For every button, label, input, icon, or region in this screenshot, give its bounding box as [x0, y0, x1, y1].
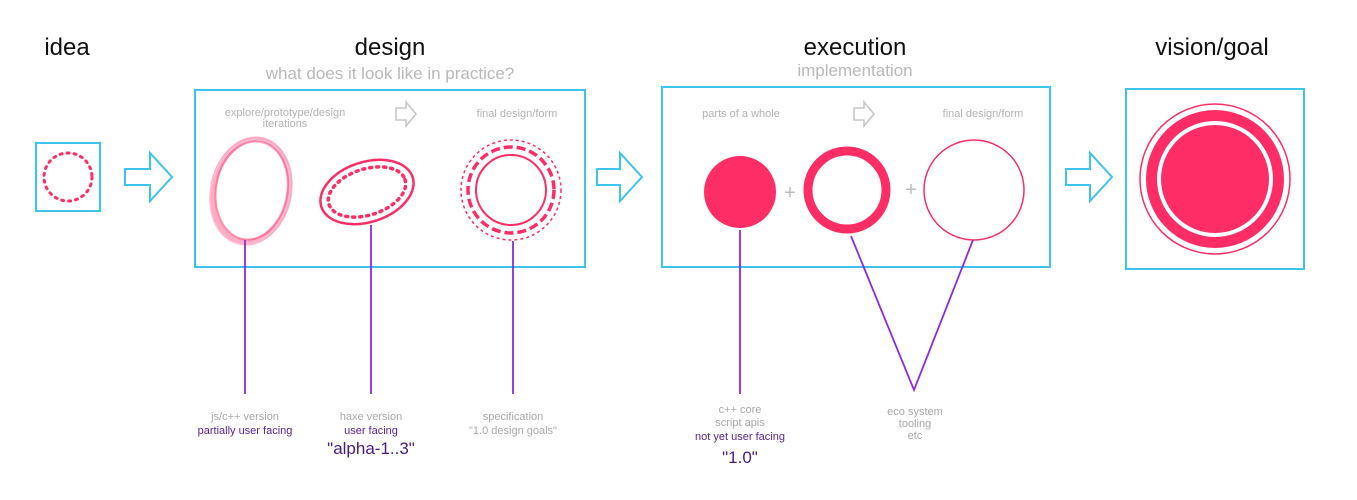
execution-progress-arrow-icon — [853, 99, 876, 129]
thick-ring-icon — [803, 146, 891, 234]
eco-caption-line1: eco system — [887, 406, 943, 418]
execution-subtitle: implementation — [797, 61, 912, 80]
execution-final-label: final design/form — [943, 108, 1024, 120]
idea-frame — [35, 142, 101, 212]
arrow-idea-to-design — [124, 150, 174, 204]
design-final-label: final design/form — [477, 108, 558, 120]
js-caption-line1: js/c++ version — [210, 411, 279, 423]
idea-heading: idea — [44, 34, 90, 61]
spec-caption-line1: specification — [483, 411, 544, 423]
vision-heading: vision/goal — [1155, 34, 1268, 61]
spec-caption-line2: "1.0 design goals" — [469, 425, 557, 437]
eco-caption-line3: etc — [908, 430, 923, 442]
haxe-version: "alpha-1..3" — [327, 439, 415, 458]
execution-parts-label: parts of a whole — [702, 108, 780, 120]
js-caption-line2: partially user facing — [198, 425, 293, 437]
thin-ring-icon — [923, 139, 1025, 241]
design-subtitle: what does it look like in practice? — [265, 64, 515, 83]
design-heading: design — [355, 34, 426, 61]
haxe-ellipse-icon — [319, 158, 415, 226]
haxe-caption-line2: user facing — [344, 425, 398, 437]
plus-sign-1: + — [784, 182, 796, 204]
core-version: "1.0" — [722, 448, 758, 467]
core-caption-line2: script apis — [715, 417, 765, 429]
eco-caption-line2: tooling — [899, 418, 931, 430]
sketch-ellipse-icon — [209, 136, 293, 246]
vision-target-icon — [1139, 103, 1291, 255]
connector-eco — [850, 235, 974, 393]
core-caption-line3: not yet user facing — [695, 431, 785, 443]
design-frame — [194, 89, 586, 268]
execution-heading: execution — [804, 34, 907, 61]
arrow-execution-to-vision — [1065, 150, 1114, 204]
design-explore-label: explore/prototype/design — [225, 107, 345, 119]
idea-dotted-circle — [42, 151, 94, 203]
plus-sign-2: + — [905, 179, 917, 201]
execution-frame — [661, 86, 1051, 268]
design-iterations-label: iterations — [263, 118, 308, 130]
design-progress-arrow-icon — [395, 99, 418, 129]
vision-frame — [1125, 88, 1305, 270]
core-filled-circle-icon — [704, 156, 776, 228]
spec-circles-icon — [460, 139, 562, 241]
haxe-caption-line1: haxe version — [340, 411, 402, 423]
arrow-design-to-execution — [596, 150, 644, 204]
core-caption-line1: c++ core — [719, 404, 762, 416]
